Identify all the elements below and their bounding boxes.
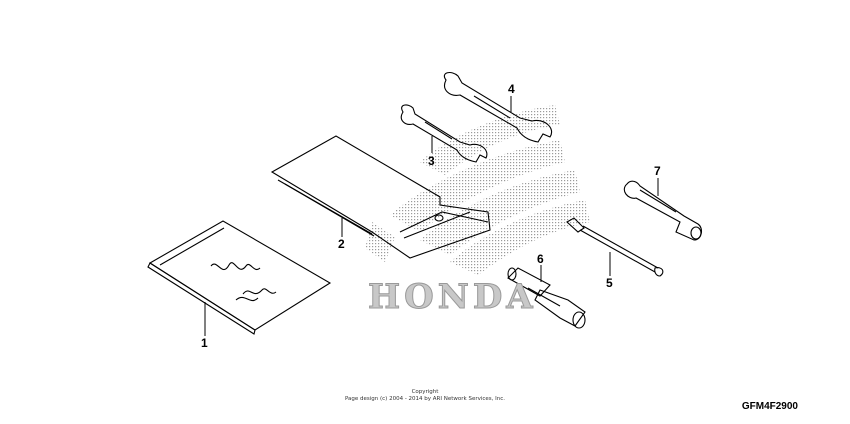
wrench-small <box>400 104 488 163</box>
honda-wing-watermark <box>365 105 590 275</box>
tool-bag-pouch <box>147 220 332 335</box>
callout-3[interactable]: 3 <box>428 154 435 168</box>
callout-7[interactable]: 7 <box>654 164 661 178</box>
tool-bag <box>270 135 491 259</box>
callout-4[interactable]: 4 <box>508 82 515 96</box>
callout-6[interactable]: 6 <box>537 252 544 266</box>
callout-2[interactable]: 2 <box>338 237 345 251</box>
honda-watermark-text: HONDA <box>368 277 537 317</box>
copyright-title: Copyright <box>411 389 439 395</box>
callout-5[interactable]: 5 <box>606 276 613 290</box>
spark-plug-wrench <box>507 267 586 329</box>
callout-1[interactable]: 1 <box>201 336 208 350</box>
copyright-line: Page design (c) 2004 - 2014 by ARI Netwo… <box>344 396 506 402</box>
diagram-code: GFM4F2900 <box>741 401 798 412</box>
wrench-large <box>443 71 552 143</box>
screwdriver-shaft <box>566 217 664 277</box>
screwdriver-handle <box>623 180 703 241</box>
